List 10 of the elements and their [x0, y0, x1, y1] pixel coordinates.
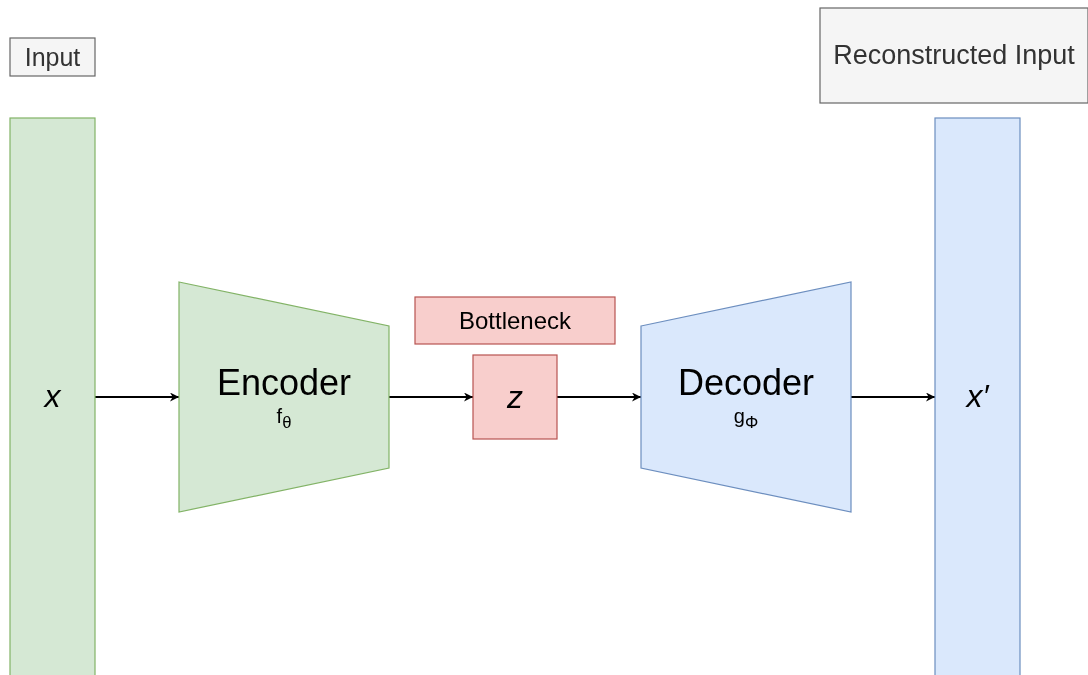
node-label: Input — [24, 42, 81, 72]
node-label: Decoder — [677, 361, 815, 404]
variable-label: x — [44, 377, 61, 415]
node-label: Encoder — [216, 361, 352, 404]
variable-label: x′ — [966, 377, 989, 415]
variable-label: z — [507, 378, 523, 416]
node-label: Bottleneck — [458, 306, 572, 335]
function-symbol: f$_{θ}$ — [276, 405, 292, 433]
node-label: Reconstructed Input — [833, 39, 1075, 71]
function-symbol: g$_{Φ}$ — [733, 405, 759, 433]
